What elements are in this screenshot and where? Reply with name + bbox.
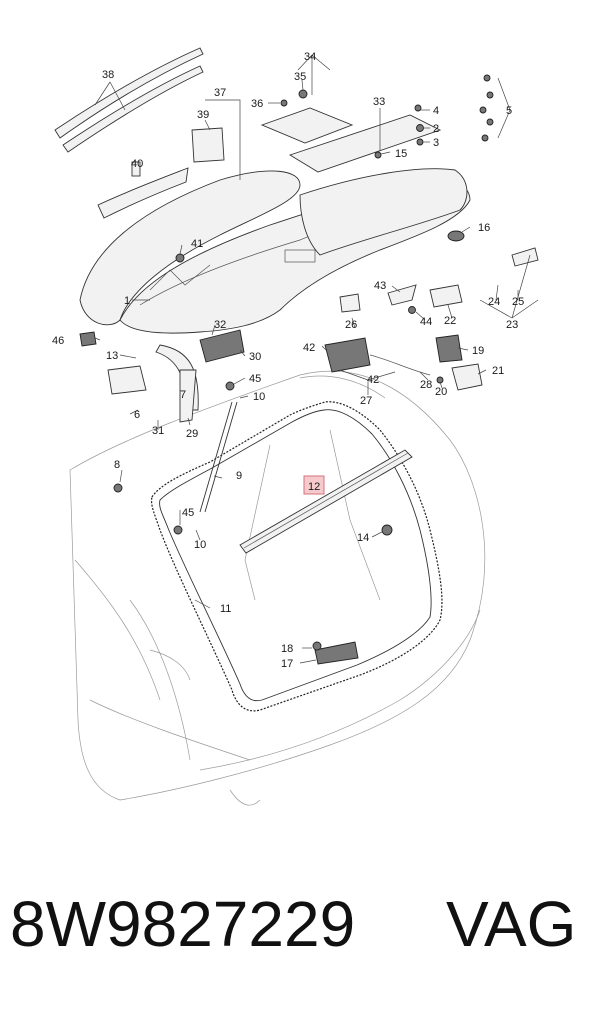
callout-17: 17 xyxy=(281,658,293,670)
callout-45a: 45 xyxy=(249,373,261,385)
gas-strut xyxy=(204,401,238,513)
lock-motor-42 xyxy=(324,337,371,373)
car-body-outline xyxy=(69,370,486,806)
trim-strips xyxy=(54,47,204,153)
clip-2 xyxy=(416,124,424,132)
fastener-set-5 xyxy=(479,74,494,142)
handle-21 xyxy=(451,363,483,391)
callout-19: 19 xyxy=(472,345,484,357)
callout-11: 11 xyxy=(220,603,231,615)
lamp-23 xyxy=(511,247,539,267)
nut-35 xyxy=(298,89,308,99)
callout-33: 33 xyxy=(373,96,385,108)
handle-trim xyxy=(97,167,189,219)
gas-strut-rod xyxy=(199,401,233,513)
bolt-4 xyxy=(414,104,422,112)
plate-cover xyxy=(260,107,354,144)
callout-7: 7 xyxy=(180,389,186,401)
leader-lines xyxy=(94,54,539,664)
callout-35: 35 xyxy=(294,71,306,83)
callout-40: 40 xyxy=(131,158,143,170)
rear-spoiler xyxy=(299,168,468,256)
callout-25: 25 xyxy=(512,296,524,308)
parts-diagram: 1 2 3 4 5 6 7 8 9 10 10 11 12 13 14 15 1… xyxy=(52,47,539,806)
callout-2: 2 xyxy=(433,123,439,135)
nut-45-upper xyxy=(225,381,235,391)
center-panel xyxy=(288,114,442,173)
highlight-box xyxy=(303,475,325,495)
clip-14 xyxy=(381,524,393,536)
callout-10b: 10 xyxy=(194,539,206,551)
latch-26 xyxy=(339,293,361,313)
callout-6: 6 xyxy=(134,409,140,421)
callout-14: 14 xyxy=(357,532,369,544)
callout-30: 30 xyxy=(249,351,261,363)
nut-18 xyxy=(312,641,322,651)
callout-29: 29 xyxy=(186,428,198,440)
callout-23: 23 xyxy=(506,319,518,331)
striker-17 xyxy=(314,641,359,665)
callout-26: 26 xyxy=(345,319,357,331)
cable-28 xyxy=(369,354,431,376)
callout-20: 20 xyxy=(435,386,447,398)
callout-18: 18 xyxy=(281,643,293,655)
cap xyxy=(447,230,465,242)
callout-5: 5 xyxy=(506,105,512,117)
callout-8: 8 xyxy=(114,459,120,471)
callout-10a: 10 xyxy=(253,391,265,403)
callout-4: 4 xyxy=(433,105,439,117)
callout-labels: 1 2 3 4 5 6 7 8 9 10 10 11 12 13 14 15 1… xyxy=(52,51,524,670)
callout-41: 41 xyxy=(191,238,203,250)
callout-39: 39 xyxy=(197,109,209,121)
callout-12: 12 xyxy=(308,481,320,493)
clip-3 xyxy=(416,138,424,146)
hinge-left xyxy=(107,365,147,395)
clip-46 xyxy=(79,331,97,347)
hinge-43 xyxy=(387,284,417,306)
callout-9: 9 xyxy=(236,470,242,482)
lock-19 xyxy=(435,334,463,363)
hinge-bracket-29 xyxy=(179,369,197,423)
weatherstrip-12 xyxy=(239,449,413,554)
callout-13: 13 xyxy=(106,350,118,362)
callout-38: 38 xyxy=(102,69,114,81)
bolt-8 xyxy=(113,483,123,493)
clip-15 xyxy=(374,151,382,159)
brand-label: VAG xyxy=(446,888,577,960)
tailgate-seal xyxy=(150,401,443,712)
callout-24: 24 xyxy=(488,296,500,308)
callout-42b: 42 xyxy=(367,374,379,386)
callout-43: 43 xyxy=(374,280,386,292)
bolt-36 xyxy=(280,99,288,107)
switch-22 xyxy=(429,284,463,308)
callout-45b: 45 xyxy=(182,507,194,519)
callout-22: 22 xyxy=(444,315,456,327)
lock-actuator-30 xyxy=(199,329,245,363)
callout-37: 37 xyxy=(214,87,226,99)
trim-clip xyxy=(131,161,141,177)
callout-31: 31 xyxy=(152,425,164,437)
callout-28: 28 xyxy=(420,379,432,391)
callout-34: 34 xyxy=(304,51,316,63)
callout-36: 36 xyxy=(251,98,263,110)
callout-21: 21 xyxy=(492,365,504,377)
nut-45-lower xyxy=(173,525,183,535)
callout-16: 16 xyxy=(478,222,490,234)
callout-3: 3 xyxy=(433,137,439,149)
callout-44: 44 xyxy=(420,316,432,328)
callout-15: 15 xyxy=(395,148,407,160)
nut-41 xyxy=(175,253,185,263)
callout-46: 46 xyxy=(52,335,64,347)
callout-32: 32 xyxy=(214,319,226,331)
callout-42a: 42 xyxy=(303,342,315,354)
callout-1: 1 xyxy=(124,295,130,307)
part-number: 8W9827229 xyxy=(10,888,356,960)
callout-27: 27 xyxy=(360,395,372,407)
fastener-bag xyxy=(191,127,225,163)
bolt-44 xyxy=(408,306,416,314)
